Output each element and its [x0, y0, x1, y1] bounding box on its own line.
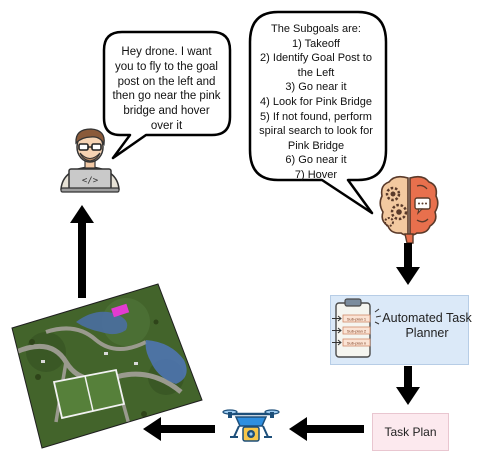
simulated-park-aerial-view — [11, 283, 203, 449]
subplan-label: Sub-plan 1 — [347, 317, 367, 322]
clipboard-checklist-icon: Sub-plan 1 Sub-plan 2 Sub-plan n — [332, 298, 382, 358]
subgoal-item: 3) Go near it — [285, 81, 347, 94]
subgoals-speech-bubble — [248, 10, 388, 215]
subgoals-heading: The Subgoals are: — [271, 23, 361, 35]
subgoal-item: 6) Go near it — [285, 154, 347, 167]
task-plan-label: Task Plan — [384, 425, 437, 439]
arrow-task-plan-to-drone — [289, 417, 364, 441]
arrow-brain-to-planner — [396, 243, 420, 285]
subgoal-item: 5) If not found, perform spiral search t… — [259, 110, 373, 152]
task-plan-box: Task Plan — [372, 413, 449, 451]
subgoal-item: 2) Identify Goal Post to the Left — [260, 52, 372, 79]
svg-text:</>: </> — [82, 176, 99, 186]
quadcopter-drone-icon — [222, 409, 280, 442]
subplan-label: Sub-plan n — [347, 341, 366, 346]
subgoals-list: The Subgoals are: 1) Takeoff 2) Identify… — [253, 22, 379, 183]
subplan-label: Sub-plan 2 — [347, 329, 367, 334]
subgoal-item: 1) Takeoff — [292, 37, 340, 50]
automated-task-planner-box: Sub-plan 1 Sub-plan 2 Sub-plan n — [330, 295, 469, 365]
subgoal-item: 4) Look for Pink Bridge — [260, 95, 372, 108]
user-instruction-text: Hey drone. I want you to fly to the goal… — [112, 46, 221, 132]
developer-at-laptop-icon: </> — [60, 128, 120, 193]
arrow-scene-to-user — [70, 205, 94, 298]
arrow-drone-to-scene — [143, 417, 215, 441]
brain-with-gears-icon — [379, 175, 439, 244]
subgoal-item: 7) Hover — [294, 168, 338, 181]
planner-label: Automated Task Planner — [382, 311, 472, 340]
arrow-planner-to-task-plan — [396, 366, 420, 405]
user-speech-bubble — [102, 30, 232, 160]
